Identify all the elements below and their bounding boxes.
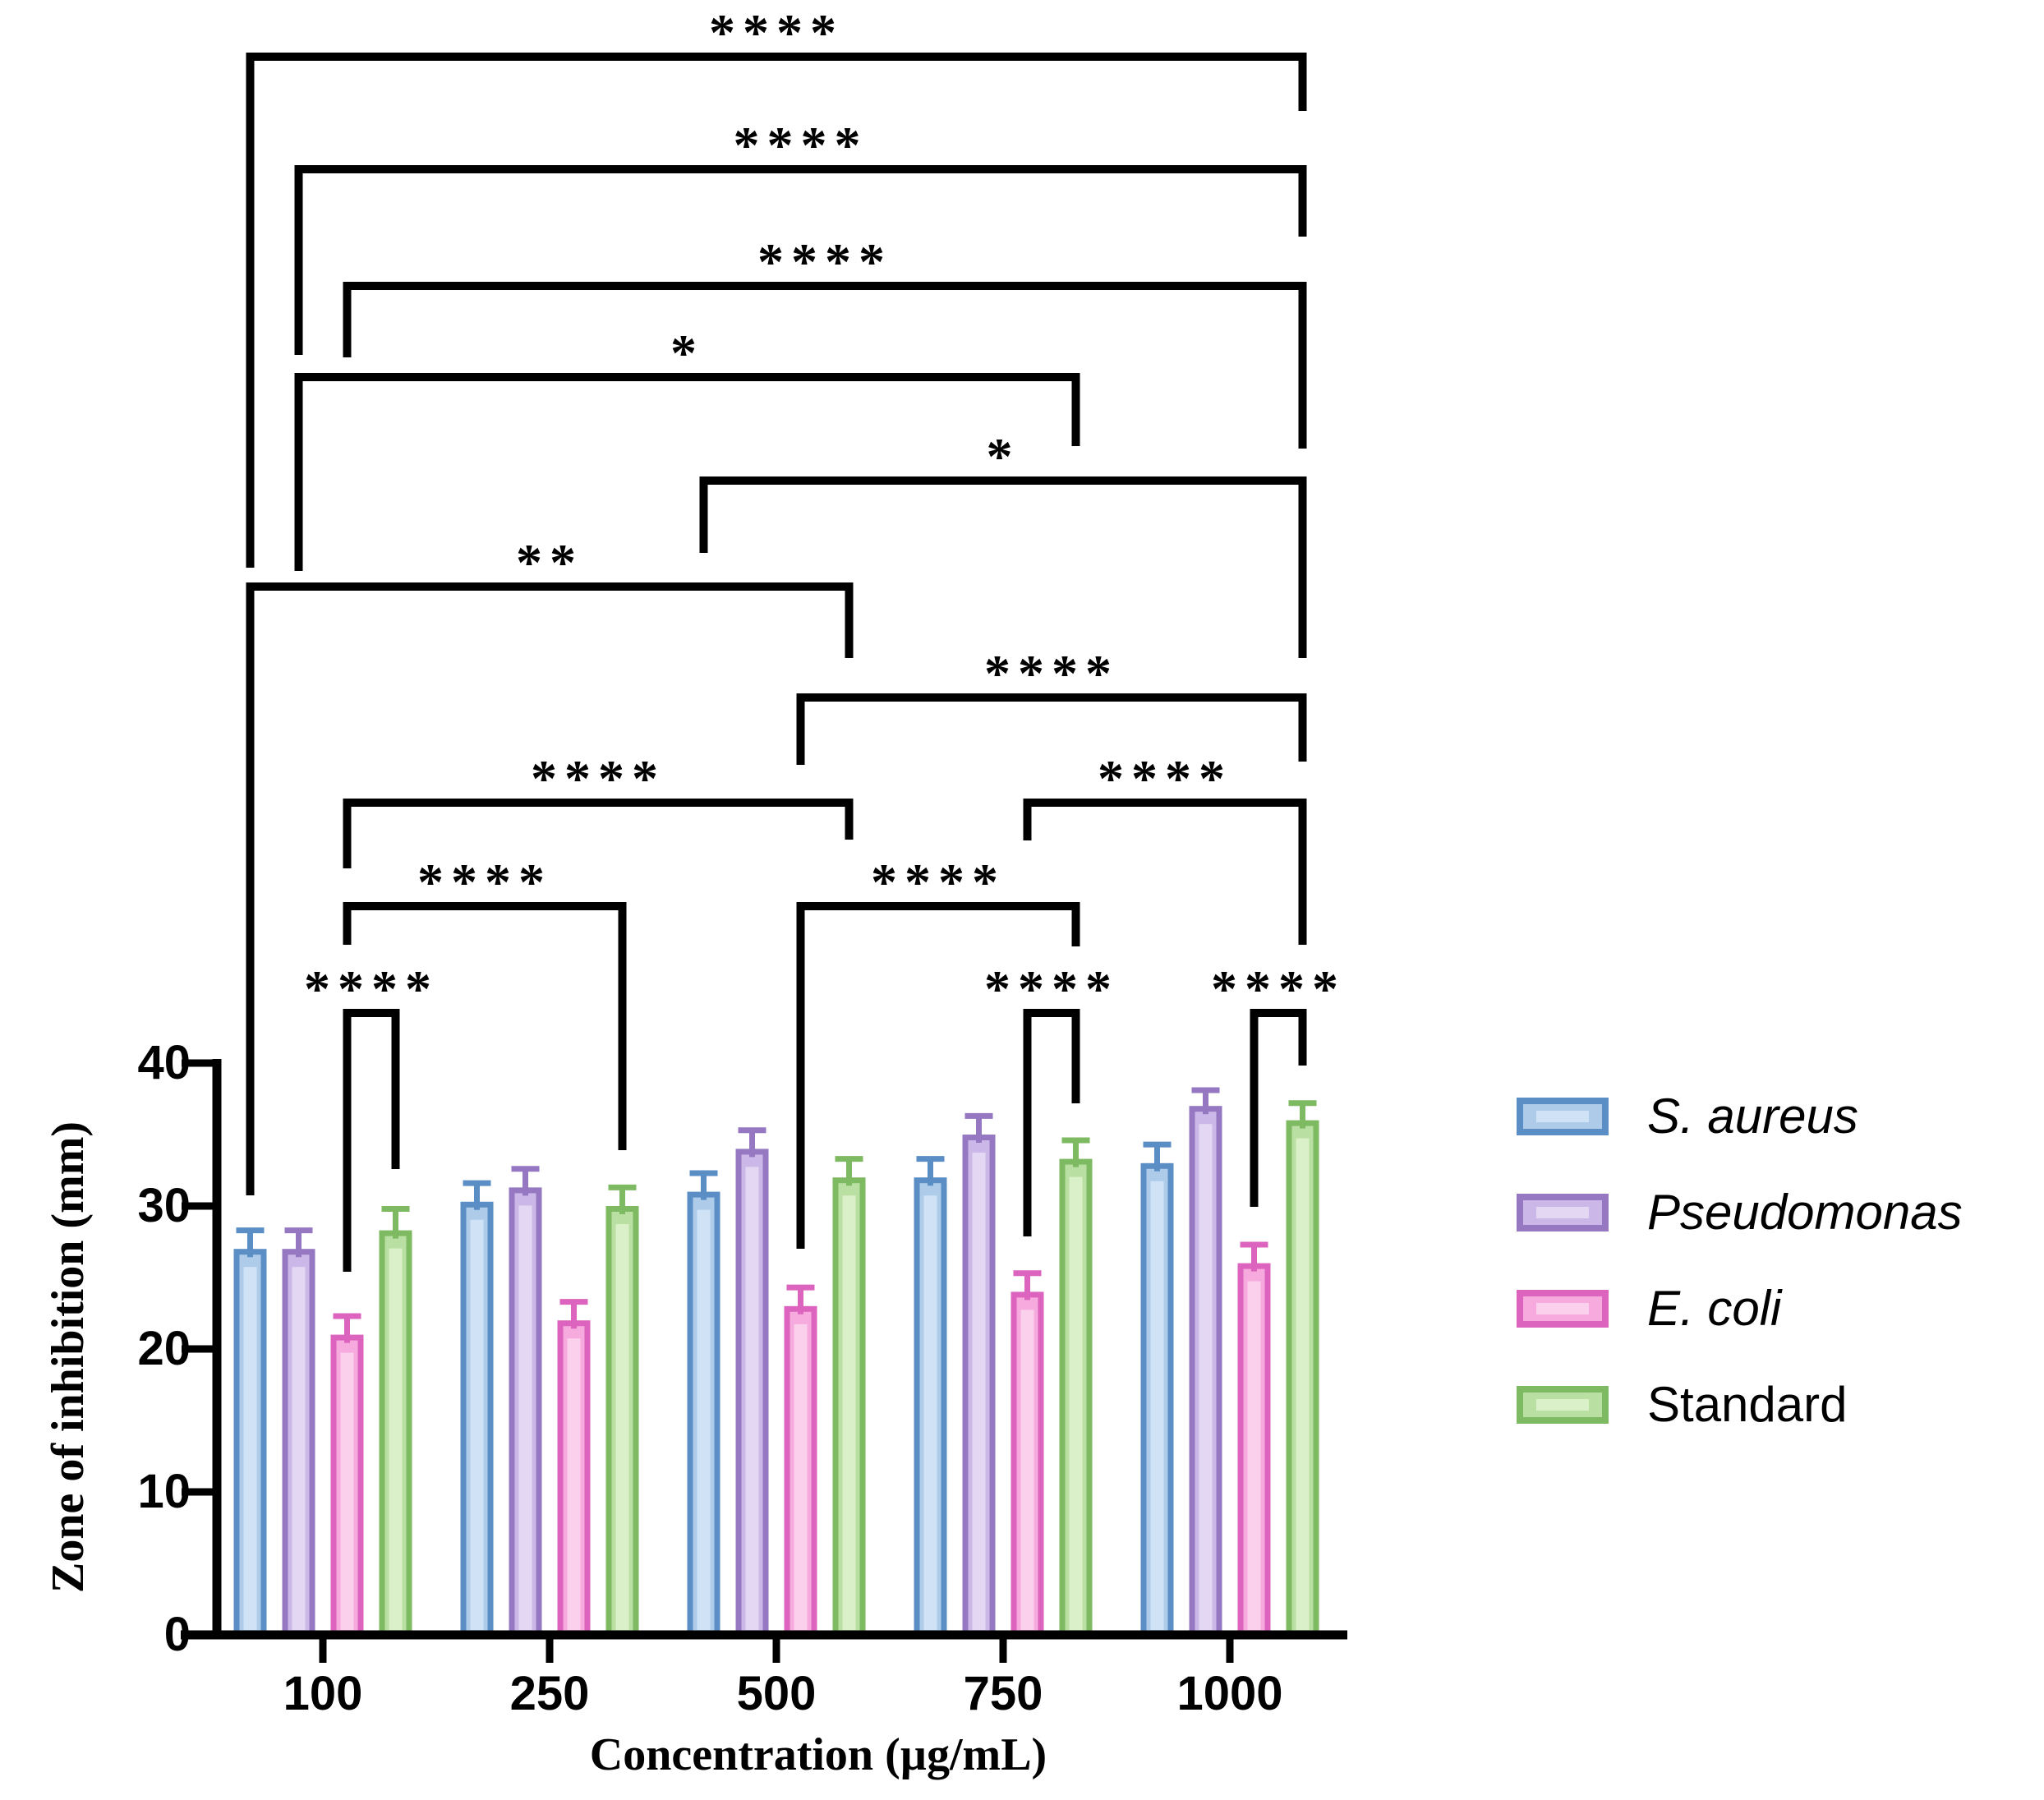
significance-stars: **** <box>304 960 439 1018</box>
bar-stripe <box>697 1209 711 1630</box>
x-tick-label-250: 250 <box>509 1667 590 1720</box>
significance-bracket <box>343 799 854 868</box>
significance-bracket <box>1023 799 1307 945</box>
bar-stripe <box>567 1338 581 1630</box>
x-tick-label-750: 750 <box>963 1667 1043 1720</box>
bar-stripe <box>1020 1310 1034 1630</box>
legend-swatch-stripe <box>1536 1207 1589 1218</box>
x-axis-title: Concentration (µg/mL) <box>589 1729 1047 1780</box>
legend-label-s-aureus: S. aureus <box>1647 1089 1858 1144</box>
legend-label-e-coli: E. coli <box>1647 1281 1782 1336</box>
bar-stripe <box>794 1324 808 1630</box>
y-tick-label-30: 30 <box>137 1179 191 1232</box>
bar-stripe <box>615 1224 629 1630</box>
significance-stars: * <box>987 427 1020 486</box>
significance-stars: **** <box>984 644 1119 702</box>
significance-bracket <box>343 282 1307 449</box>
significance-stars: **** <box>984 960 1119 1018</box>
significance-stars: **** <box>417 853 552 911</box>
significance-bracket <box>294 373 1080 571</box>
significance-stars: **** <box>871 853 1006 911</box>
significance-stars: ** <box>516 533 583 592</box>
significance-bracket <box>343 902 627 1150</box>
y-tick-label-20: 20 <box>137 1322 191 1375</box>
legend-label-standard: Standard <box>1647 1377 1848 1432</box>
bar-stripe <box>1150 1181 1164 1630</box>
bar-stripe <box>340 1352 354 1630</box>
legend-swatch-stripe <box>1536 1399 1589 1411</box>
significance-stars: **** <box>1211 960 1346 1018</box>
significance-bracket <box>246 582 854 1195</box>
significance-stars: **** <box>734 116 868 174</box>
bar-stripe <box>745 1167 759 1630</box>
bar-stripe <box>972 1153 986 1630</box>
x-tick-label-500: 500 <box>736 1667 817 1720</box>
bar-stripe <box>842 1195 856 1630</box>
y-tick-label-10: 10 <box>137 1465 191 1518</box>
significance-bracket <box>699 476 1307 658</box>
bar-stripe <box>470 1219 484 1630</box>
significance-stars: **** <box>1098 749 1232 808</box>
significance-bracket <box>1250 1009 1307 1207</box>
bar-stripe <box>1296 1138 1310 1630</box>
y-axis-title: Zone of inhibition (mm) <box>43 1121 94 1594</box>
x-tick-label-1000: 1000 <box>1176 1667 1283 1720</box>
significance-bracket <box>246 53 1307 568</box>
legend-swatch-stripe <box>1536 1111 1589 1122</box>
y-tick-label-0: 0 <box>163 1608 191 1661</box>
bar-stripe <box>518 1205 532 1630</box>
significance-stars: **** <box>709 3 844 62</box>
y-tick-label-40: 40 <box>137 1036 191 1089</box>
significance-stars: * <box>670 324 704 382</box>
bar-stripe <box>1247 1281 1261 1630</box>
bar-stripe <box>389 1248 403 1630</box>
legend-swatch-stripe <box>1536 1303 1589 1314</box>
bar-stripe <box>1199 1124 1213 1630</box>
x-tick-label-100: 100 <box>283 1667 363 1720</box>
significance-bracket <box>343 1009 400 1272</box>
significance-bracket <box>796 693 1307 765</box>
bar-stripe <box>923 1195 937 1630</box>
significance-bracket <box>1023 1009 1080 1236</box>
legend-label-pseudomonas: Pseudomonas <box>1647 1185 1963 1240</box>
significance-stars: **** <box>531 749 665 808</box>
significance-stars: **** <box>757 232 892 291</box>
significance-bracket <box>796 902 1080 1249</box>
bar-stripe <box>243 1267 257 1630</box>
significance-bracket <box>294 165 1307 355</box>
bar-stripe <box>292 1267 306 1630</box>
bar-stripe <box>1069 1176 1083 1630</box>
